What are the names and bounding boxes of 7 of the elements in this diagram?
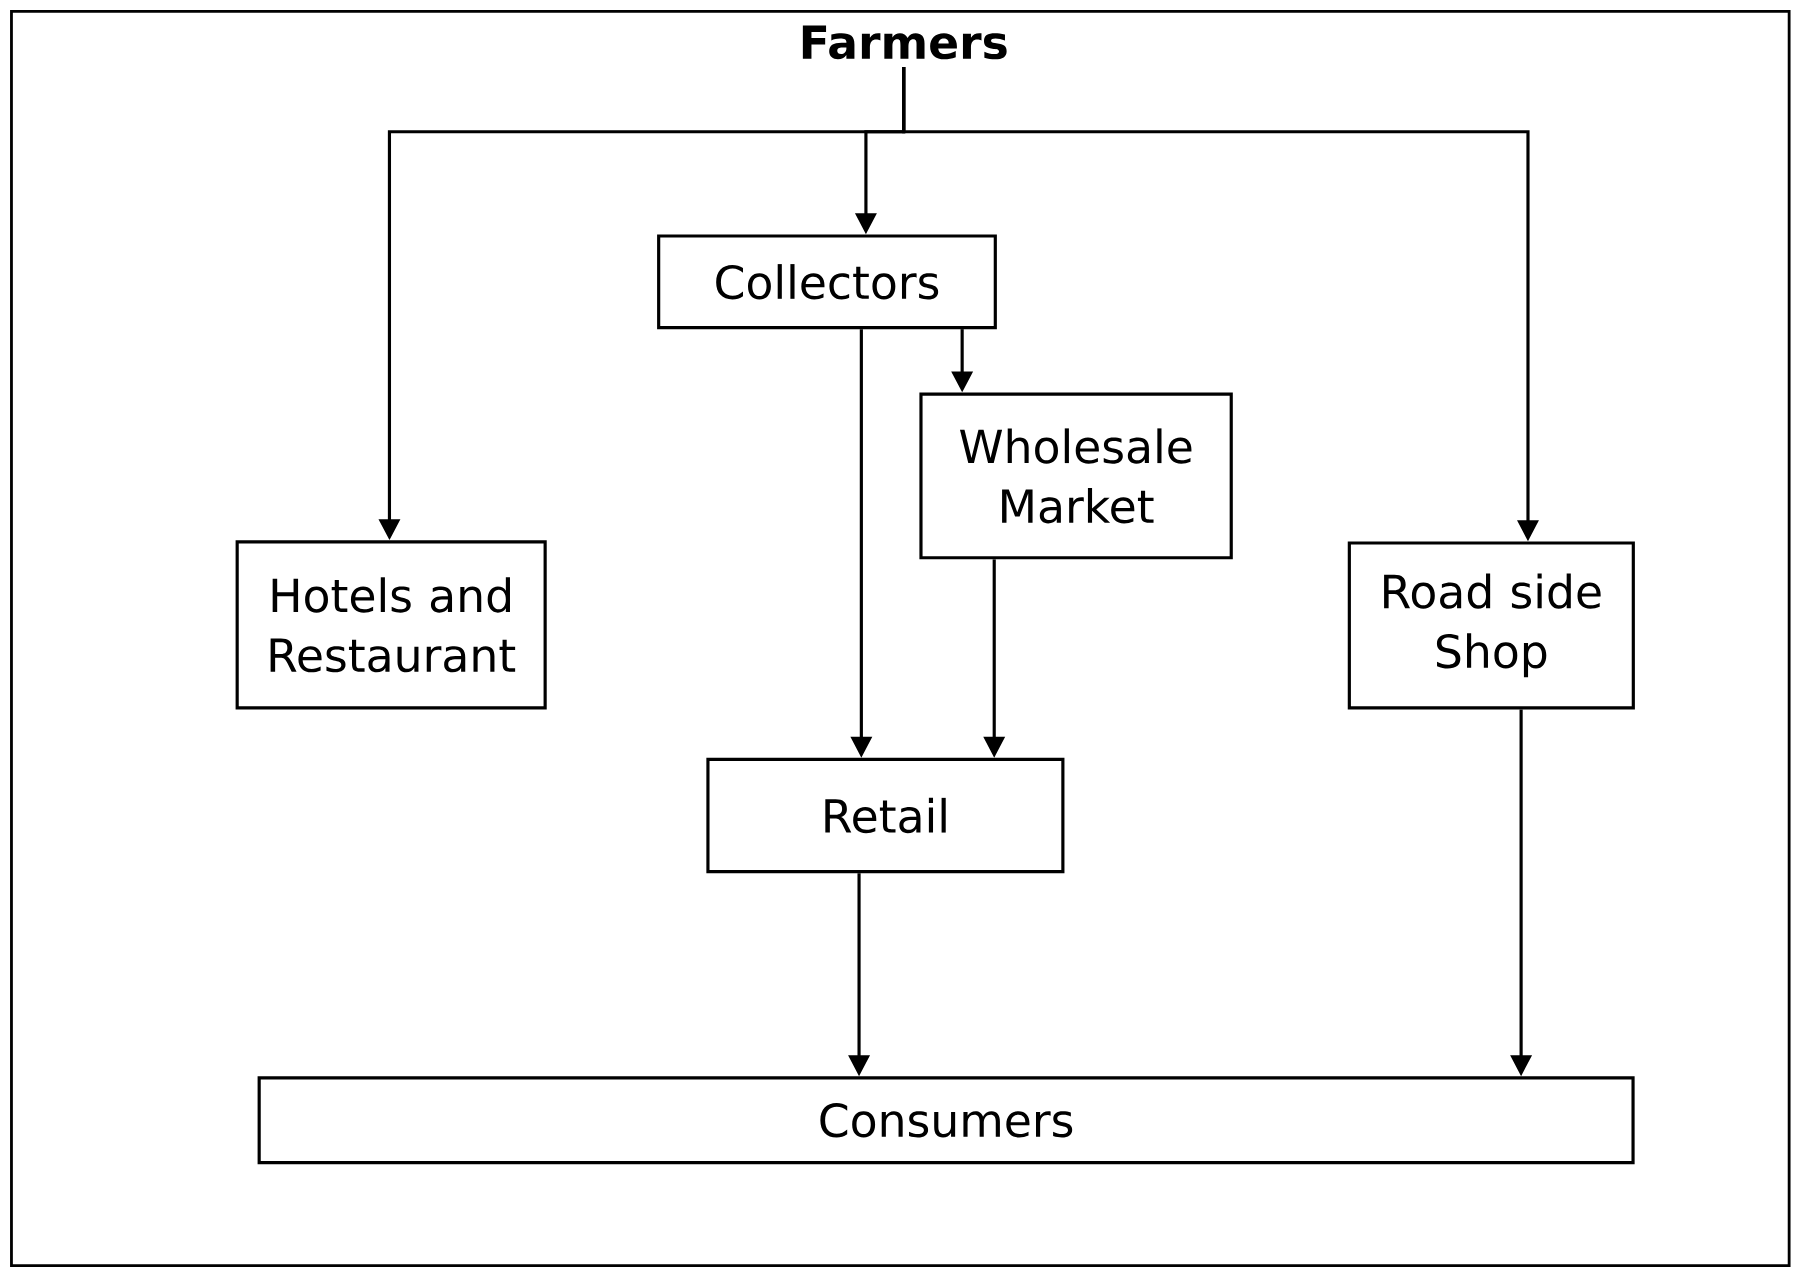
process-box: Retail bbox=[706, 757, 1065, 874]
process-box: Collectors bbox=[657, 234, 997, 329]
process-box: Road side Shop bbox=[1347, 541, 1635, 710]
process-box: Consumers bbox=[257, 1076, 1635, 1165]
process-box: Wholesale Market bbox=[919, 392, 1233, 560]
heading-text: Farmers bbox=[802, 25, 1007, 60]
process-box: Hotels and Restaurant bbox=[235, 540, 547, 710]
